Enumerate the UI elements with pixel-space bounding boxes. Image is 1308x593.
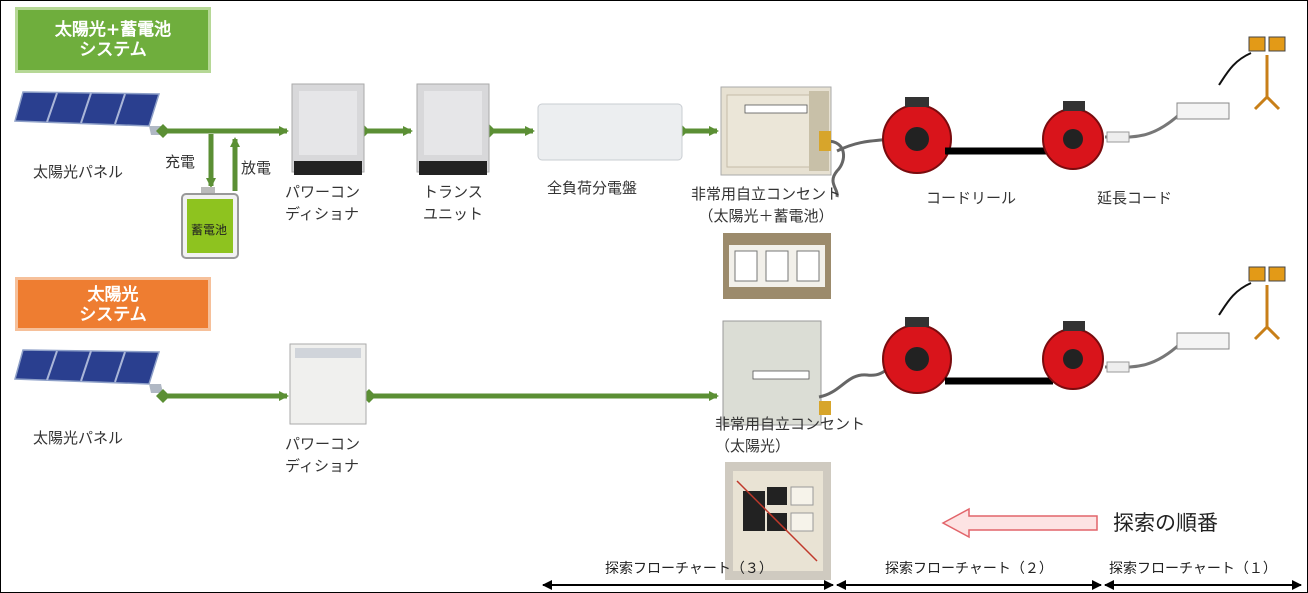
cord-reel-top-2	[1042, 101, 1104, 170]
flowchart-2-label: 探索フローチャート（２）	[885, 561, 1053, 577]
flowchart-1-label: 探索フローチャート（１）	[1109, 561, 1277, 577]
search-order-label: 探索の順番	[1113, 511, 1218, 535]
power-conditioner-bottom-label: パワーコン ディショナ	[285, 435, 361, 475]
solar-panel-bottom-label: 太陽光パネル	[33, 429, 124, 447]
cord-reel-label: コードリール	[926, 189, 1017, 207]
power-conditioner-bottom-icon	[289, 343, 367, 425]
cord-reel-top-1	[882, 97, 952, 174]
outlet-photo-top	[723, 233, 831, 299]
solar-panel-top-label: 太陽光パネル	[33, 163, 124, 181]
charge-label: 充電	[165, 153, 196, 171]
battery-label: 蓄電池	[191, 223, 228, 237]
battery-icon	[181, 187, 239, 259]
distribution-board-icon	[537, 103, 683, 161]
transformer-unit-icon	[416, 83, 490, 175]
flowchart-3-label: 探索フローチャート（３）	[605, 561, 773, 577]
extension-cord-bottom-icon	[1104, 332, 1230, 373]
outlet-bottom-label: 非常用自立コンセント （太陽光）	[715, 415, 866, 455]
power-conditioner-top-icon	[291, 83, 365, 175]
distribution-board-label: 全負荷分電盤	[547, 179, 638, 197]
outlet-top-label: 非常用自立コンセント （太陽光＋蓄電池）	[691, 185, 842, 225]
outlet-box-bottom-icon	[722, 320, 822, 426]
light-stand-bottom-icon	[1218, 266, 1286, 341]
discharge-label: 放電	[241, 159, 272, 177]
solar-system-badge: 太陽光 システム	[15, 277, 211, 331]
extension-cord-top-icon	[1104, 102, 1230, 143]
search-order-arrow-icon	[941, 507, 1098, 539]
transformer-unit-label: トランス ユニット	[423, 183, 484, 223]
solar-panel-top	[14, 91, 163, 135]
power-conditioner-top-label: パワーコン ディショナ	[285, 183, 361, 223]
light-stand-top-icon	[1218, 36, 1286, 111]
extension-cord-label: 延長コード	[1097, 189, 1173, 207]
solar-panel-bottom	[14, 349, 163, 393]
outlet-box-top-icon	[720, 86, 832, 176]
outlet-panel-photo-bottom	[725, 462, 831, 580]
solar-battery-system-badge: 太陽光+蓄電池 システム	[15, 7, 211, 73]
cord-reel-bottom-2	[1042, 321, 1104, 390]
cord-reel-bottom-1	[882, 317, 952, 394]
